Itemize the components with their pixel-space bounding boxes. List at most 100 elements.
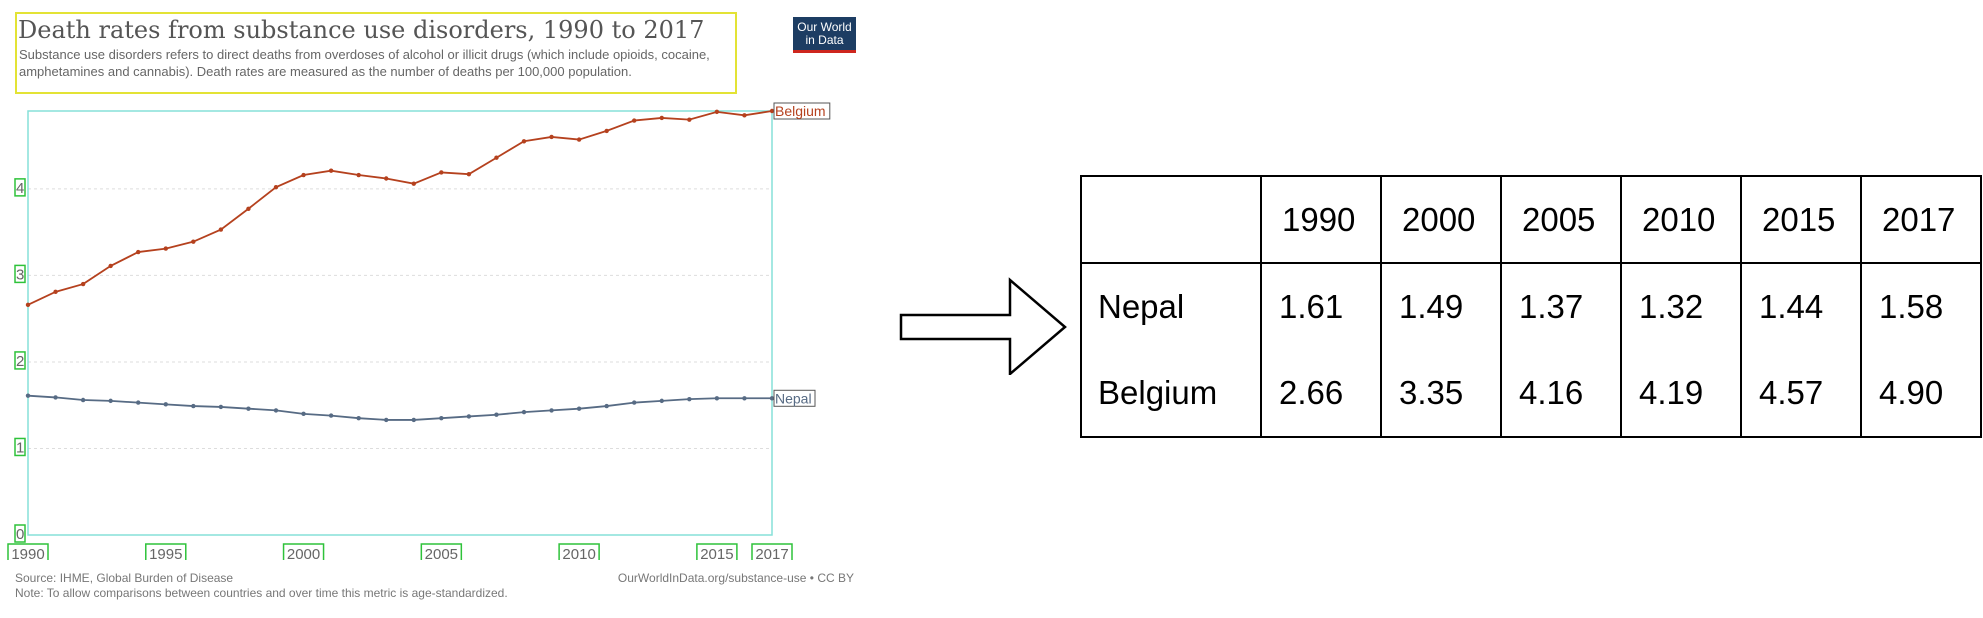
data-point-belgium [80, 281, 86, 287]
data-point-belgium [356, 172, 361, 178]
data-point-belgium [301, 172, 306, 178]
series-label-box [773, 102, 831, 120]
table-header-year: 1990 [1260, 175, 1382, 264]
table-cell: 4.57 [1740, 350, 1862, 438]
data-point-nepal [659, 398, 664, 404]
table-corner-cell [1080, 175, 1262, 264]
series-label-box [773, 389, 816, 407]
table-header-year: 2000 [1380, 175, 1502, 264]
data-point-nepal [549, 408, 554, 413]
data-point-belgium [439, 170, 444, 175]
data-point-belgium [549, 134, 554, 140]
data-point-belgium [742, 113, 747, 118]
x-tick-box [282, 543, 325, 560]
license-link[interactable]: OurWorldInData.org/substance-use • CC BY [617, 571, 854, 585]
data-table: 1990 2000 2005 2010 2015 2017 Nepal 1.61… [1080, 175, 1982, 438]
y-tick-box [14, 351, 26, 370]
x-tick-label: 2000 [287, 546, 320, 560]
data-point-belgium [632, 118, 637, 123]
y-tick-box [14, 524, 26, 543]
y-tick-box [14, 437, 26, 457]
data-point-nepal [384, 417, 389, 423]
right-arrow-icon [899, 277, 1067, 375]
data-point-nepal [136, 400, 141, 405]
data-point-belgium [687, 117, 692, 122]
x-tick-label: 1990 [11, 546, 44, 560]
chart-title: Death rates from substance use disorders… [18, 16, 705, 44]
table-cell: 2.66 [1260, 350, 1382, 438]
data-point-nepal [80, 397, 86, 403]
y-tick-label: 3 [16, 266, 24, 283]
table-cell: 3.35 [1380, 350, 1502, 438]
table-cell: 4.90 [1860, 350, 1982, 438]
data-point-belgium [163, 246, 168, 251]
table-cell: 4.19 [1620, 350, 1742, 438]
x-tick-label: 2005 [425, 546, 458, 560]
y-tick-label: 4 [16, 180, 24, 197]
data-point-nepal [576, 406, 582, 411]
data-point-nepal [25, 393, 31, 398]
table-row: Belgium 2.66 3.35 4.16 4.19 4.57 4.90 [1080, 350, 1982, 438]
gridlines [28, 188, 772, 449]
series-line-belgium [27, 110, 773, 306]
series-lines [25, 108, 775, 423]
data-point-nepal [218, 404, 224, 410]
x-tick-label: 2010 [562, 546, 595, 560]
data-point-belgium [604, 128, 609, 134]
table-country-cell: Belgium [1080, 350, 1262, 438]
x-tick-box [558, 543, 600, 560]
data-point-nepal [714, 396, 720, 401]
data-point-nepal [53, 395, 58, 400]
data-point-nepal [356, 415, 361, 421]
table-header-year: 2010 [1620, 175, 1742, 264]
data-point-belgium [466, 171, 472, 177]
data-point-nepal [163, 402, 168, 407]
data-point-belgium [521, 139, 527, 144]
data-point-nepal [191, 403, 196, 409]
data-point-nepal [494, 412, 499, 417]
y-tick-box [14, 264, 26, 284]
data-point-nepal [246, 406, 251, 411]
data-point-nepal [769, 396, 775, 401]
chart-panel: Death rates from substance use disorders… [0, 0, 870, 618]
chart-footer: Source: IHME, Global Burden of Disease N… [15, 571, 635, 601]
data-point-belgium [25, 302, 31, 308]
data-point-belgium [659, 115, 664, 121]
owid-logo[interactable]: Our World in Data [793, 17, 856, 53]
note-text: Note: To allow comparisons between count… [15, 586, 508, 600]
y-tick-label: 0 [16, 526, 24, 543]
data-point-belgium [494, 155, 499, 160]
table-row: Nepal 1.61 1.49 1.37 1.32 1.44 1.58 [1080, 262, 1982, 350]
table-header-year: 2005 [1500, 175, 1622, 264]
y-tick-box [14, 178, 26, 197]
data-point-nepal [439, 415, 444, 421]
data-point-nepal [742, 396, 747, 401]
data-point-belgium [328, 168, 334, 173]
y-tick-label: 2 [16, 353, 24, 370]
data-point-nepal [108, 398, 113, 404]
data-point-belgium [191, 239, 196, 244]
data-point-nepal [466, 414, 472, 419]
source-text: Source: IHME, Global Burden of Disease [15, 571, 234, 585]
table-cell: 1.37 [1500, 262, 1622, 350]
series-label-belgium: Belgium [775, 103, 826, 119]
data-point-belgium [769, 108, 775, 114]
plot-area [27, 110, 773, 536]
data-point-belgium [218, 227, 224, 232]
x-tick-box [145, 543, 187, 560]
data-point-nepal [328, 413, 334, 418]
table-cell: 1.44 [1740, 262, 1862, 350]
series-line-nepal [27, 394, 772, 421]
data-point-nepal [273, 408, 279, 413]
data-point-belgium [246, 206, 251, 211]
y-axis-ticks: 0 1 2 3 4 [14, 178, 26, 543]
y-tick-label: 1 [16, 439, 24, 456]
x-tick-box [7, 543, 49, 560]
table-cell: 1.61 [1260, 262, 1382, 350]
table-cell: 1.32 [1620, 262, 1742, 350]
data-point-belgium [384, 176, 389, 181]
data-point-belgium [576, 137, 582, 142]
data-point-nepal [411, 417, 416, 423]
